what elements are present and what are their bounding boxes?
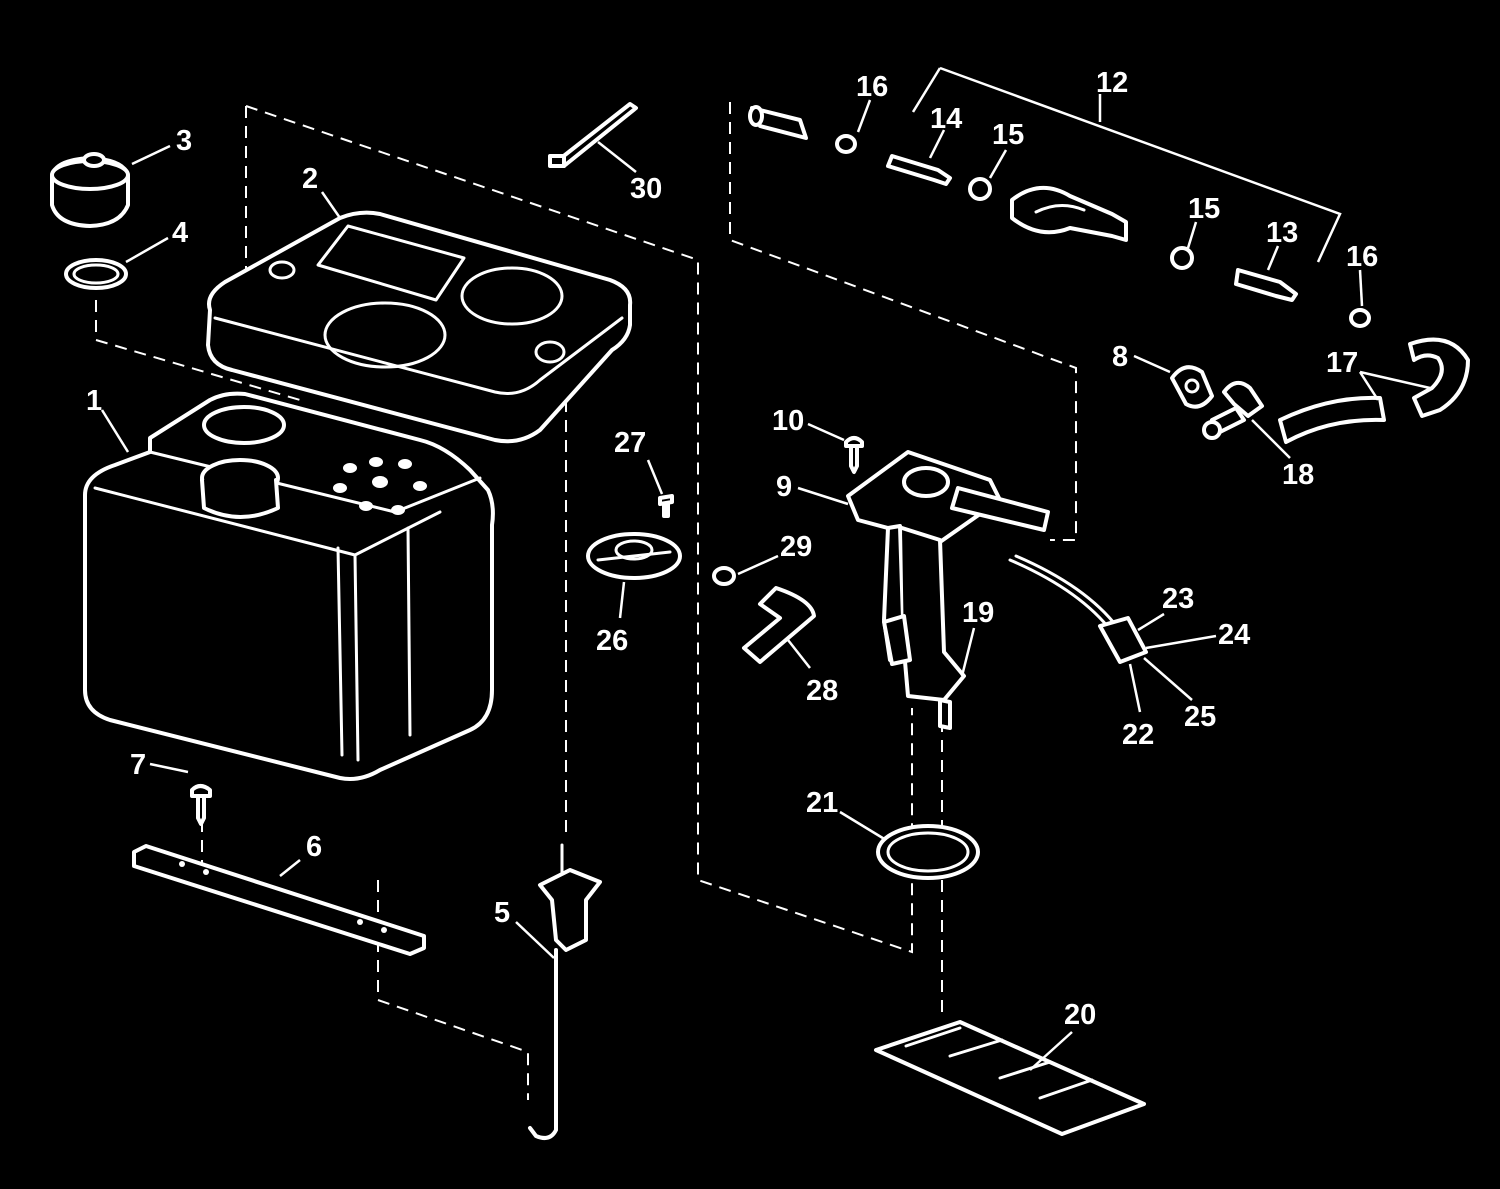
fuel-tank <box>83 391 495 781</box>
callout-7: 7 <box>130 749 146 781</box>
callout-29: 29 <box>780 531 812 563</box>
callout-labels: 1 2 3 4 5 6 7 8 9 10 12 13 14 15 15 16 1… <box>86 67 1378 1031</box>
callout-leaders <box>100 94 1431 1071</box>
callout-28: 28 <box>806 675 838 707</box>
vent-hose <box>742 586 816 664</box>
primer-clamp-a <box>968 177 992 201</box>
bracket-screw <box>190 784 212 826</box>
callout-21: 21 <box>806 787 838 819</box>
primer-clamp-b <box>1170 246 1194 270</box>
sender-wire-connector <box>1008 554 1148 664</box>
pickup-assembly <box>846 450 1050 730</box>
check-valve-outlet <box>1234 268 1298 302</box>
gauge-bezel <box>586 532 682 580</box>
primer-bulb-assembly <box>748 66 1342 263</box>
fuel-gauge <box>528 843 602 1140</box>
fuel-hose <box>1278 337 1470 444</box>
callout-18: 18 <box>1282 459 1314 491</box>
callout-1: 1 <box>86 385 102 417</box>
callout-2: 2 <box>302 163 318 195</box>
callout-27: 27 <box>614 427 646 459</box>
callout-16-right: 16 <box>1346 241 1378 273</box>
check-valve-inlet <box>886 154 952 186</box>
callout-17: 17 <box>1326 347 1358 379</box>
hose-clamp <box>1170 365 1214 409</box>
callout-23: 23 <box>1162 583 1194 615</box>
callout-15-lower: 15 <box>1188 193 1220 225</box>
callout-8: 8 <box>1112 341 1128 373</box>
mounting-bracket <box>132 844 426 956</box>
callout-15-upper: 15 <box>992 119 1024 151</box>
cable-tie <box>548 102 638 168</box>
callout-3: 3 <box>176 125 192 157</box>
callout-4: 4 <box>172 217 188 249</box>
fill-cap <box>50 152 130 228</box>
callout-30: 30 <box>630 173 662 205</box>
tank-top-holes <box>333 457 427 515</box>
seal-ring <box>876 824 980 880</box>
callout-22: 22 <box>1122 719 1154 751</box>
pickup-screw <box>844 436 864 474</box>
filter-screen <box>874 1020 1146 1136</box>
callout-25: 25 <box>1184 701 1216 733</box>
callout-13: 13 <box>1266 217 1298 249</box>
callout-12: 12 <box>1096 67 1128 99</box>
hose-clip-b <box>1349 308 1371 328</box>
callout-26: 26 <box>596 625 628 657</box>
hose-connector <box>1202 380 1264 440</box>
cap-gasket <box>64 258 128 290</box>
bezel-screw <box>658 494 674 518</box>
callout-14: 14 <box>930 103 962 135</box>
callout-9: 9 <box>776 471 792 503</box>
callout-6: 6 <box>306 831 322 863</box>
callout-10: 10 <box>772 405 804 437</box>
callout-16-left: 16 <box>856 71 888 103</box>
callout-20: 20 <box>1064 999 1096 1031</box>
vent-hose-clamp <box>712 566 736 586</box>
callout-19: 19 <box>962 597 994 629</box>
callout-5: 5 <box>494 897 510 929</box>
callout-24: 24 <box>1218 619 1250 651</box>
tank-cover <box>206 210 633 444</box>
hose-clip-a <box>835 134 857 154</box>
